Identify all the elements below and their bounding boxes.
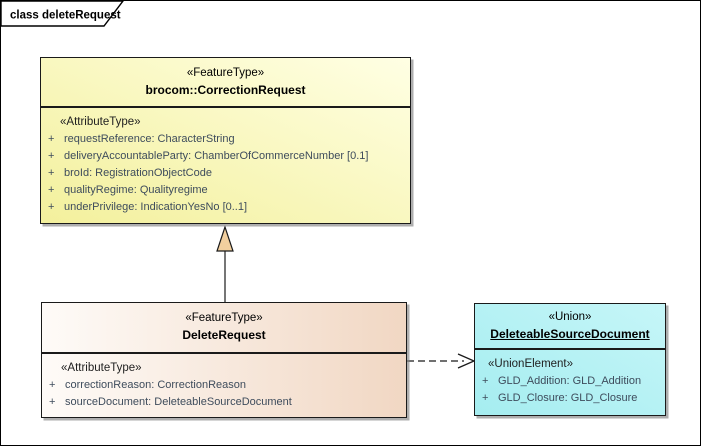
class-box-correction-request[interactable]: «FeatureType» brocom::CorrectionRequest … bbox=[40, 57, 411, 224]
visibility-symbol: + bbox=[482, 392, 489, 404]
class-header: «FeatureType» brocom::CorrectionRequest bbox=[41, 58, 410, 108]
generalization-triangle-icon bbox=[216, 225, 234, 252]
attribute-text: underPrivilege: IndicationYesNo [0..1] bbox=[64, 201, 248, 213]
attribute-text: deliveryAccountableParty: ChamberOfComme… bbox=[64, 150, 369, 162]
attributes-compartment: «AttributeType» + requestReference: Char… bbox=[41, 108, 410, 216]
attribute-row[interactable]: + requestReference: CharacterString bbox=[41, 131, 410, 148]
visibility-symbol: + bbox=[482, 375, 489, 387]
attributes-compartment: «AttributeType» + correctionReason: Corr… bbox=[42, 354, 406, 411]
attribute-row[interactable]: + broId: RegistrationObjectCode bbox=[41, 165, 410, 182]
compartment-stereotype: «AttributeType» bbox=[61, 362, 142, 374]
attribute-text: sourceDocument: DeleteableSourceDocument bbox=[65, 396, 292, 408]
visibility-symbol: + bbox=[49, 379, 56, 391]
visibility-symbol: + bbox=[48, 167, 55, 179]
attribute-row[interactable]: + deliveryAccountableParty: ChamberOfCom… bbox=[41, 148, 410, 165]
visibility-symbol: + bbox=[48, 201, 55, 213]
frame-tab: class deleteRequest bbox=[1, 1, 124, 27]
attribute-row[interactable]: + correctionReason: CorrectionReason bbox=[42, 377, 406, 394]
attribute-text: correctionReason: CorrectionReason bbox=[65, 379, 246, 391]
class-name: DeleteableSourceDocument bbox=[490, 326, 650, 341]
attribute-text: qualityRegime: Qualityregime bbox=[64, 184, 208, 196]
attribute-text: GLD_Addition: GLD_Addition bbox=[498, 375, 642, 387]
stereotype-label: «Union» bbox=[548, 310, 592, 323]
dependency-connector[interactable] bbox=[407, 350, 477, 372]
frame-label: class deleteRequest bbox=[10, 10, 121, 22]
attribute-row[interactable]: + GLD_Closure: GLD_Closure bbox=[475, 390, 665, 407]
compartment-stereotype: «UnionElement» bbox=[488, 358, 574, 370]
class-header: «Union» DeleteableSourceDocument bbox=[475, 304, 665, 350]
attribute-row[interactable]: + underPrivilege: IndicationYesNo [0..1] bbox=[41, 199, 410, 216]
stereotype-label: «FeatureType» bbox=[185, 312, 263, 325]
visibility-symbol: + bbox=[48, 133, 55, 145]
attribute-text: requestReference: CharacterString bbox=[64, 133, 235, 145]
open-arrowhead-icon bbox=[457, 353, 476, 369]
attributes-compartment: «UnionElement» + GLD_Addition: GLD_Addit… bbox=[475, 350, 665, 407]
class-name: DeleteRequest bbox=[182, 328, 266, 343]
frame-tab-shape bbox=[1, 1, 124, 27]
attribute-row[interactable]: + sourceDocument: DeleteableSourceDocume… bbox=[42, 394, 406, 411]
generalization-connector[interactable] bbox=[210, 225, 240, 303]
class-name: brocom::CorrectionRequest bbox=[145, 82, 306, 97]
visibility-symbol: + bbox=[49, 396, 56, 408]
class-box-deleteable-source-document[interactable]: «Union» DeleteableSourceDocument «UnionE… bbox=[474, 303, 666, 416]
attribute-row[interactable]: + qualityRegime: Qualityregime bbox=[41, 182, 410, 199]
attribute-text: broId: RegistrationObjectCode bbox=[64, 167, 212, 179]
class-header: «FeatureType» DeleteRequest bbox=[42, 303, 406, 354]
stereotype-label: «FeatureType» bbox=[186, 66, 265, 79]
attribute-text: GLD_Closure: GLD_Closure bbox=[498, 392, 638, 404]
attribute-row[interactable]: + GLD_Addition: GLD_Addition bbox=[475, 373, 665, 390]
visibility-symbol: + bbox=[48, 184, 55, 196]
visibility-symbol: + bbox=[48, 150, 55, 162]
class-box-delete-request[interactable]: «FeatureType» DeleteRequest «AttributeTy… bbox=[41, 302, 407, 418]
compartment-stereotype: «AttributeType» bbox=[60, 116, 141, 128]
